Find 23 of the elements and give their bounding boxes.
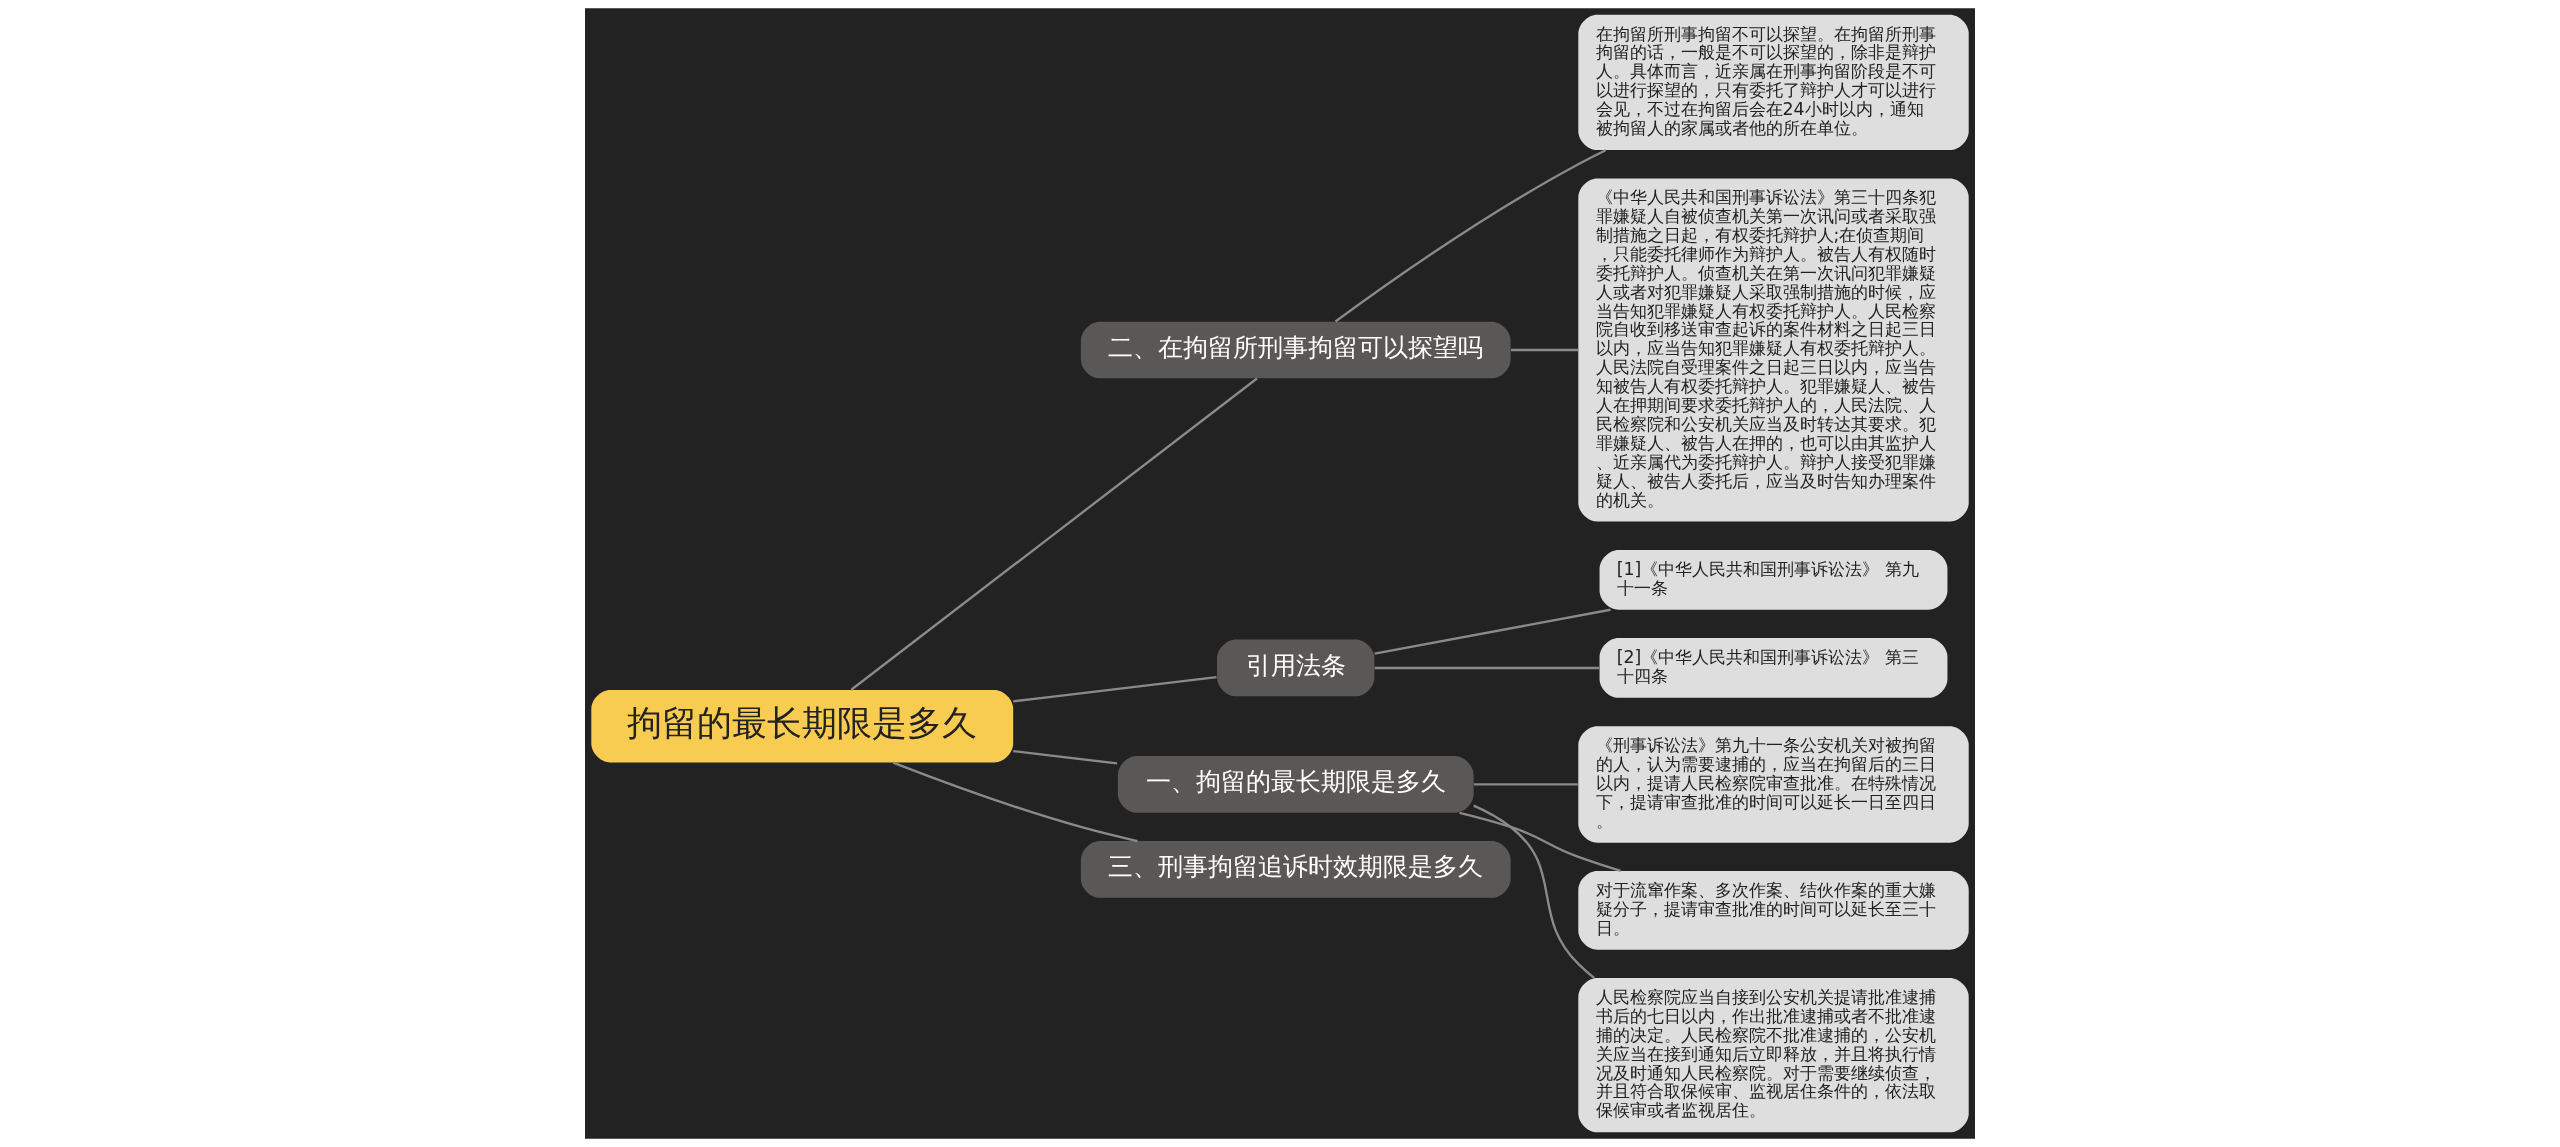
node-box: 对于流窜作案、多次作案、结伙作案的重大嫌疑分子，提请审查批准的时间可以延长至三十日。 [1578,871,1969,950]
node-box: 一、拘留的最长期限是多久 [1117,756,1474,813]
node-box: [2]《中华人民共和国刑事诉讼法》 第三十四条 [1599,638,1948,698]
connector [1374,608,1611,655]
connector [1511,348,1579,352]
connector [1374,666,1600,670]
node-box: 人民检察院应当自接到公安机关提请批准逮捕书后的七日以内，作出批准逮捕或者不批准逮捕的决定。人民检察院不批准逮捕的，公安机关应当在接到通知后立即释放，并且将执行情况及时通知人民检察院。对于需要继续侦查，并且符合取保候审、监视居住条件的，依法取保候审或者监视居住。 [1578,978,1969,1133]
node-box: [1]《中华人民共和国刑事诉讼法》 第九十一条 [1599,549,1948,610]
node-box: 《中华人民共和国刑事诉讼法》第三十四条犯罪嫌疑人自被侦查机关第一次讯问或者采取强制措施之日起，有权委托辩护人;在侦查期间，只能委托律师作为辩护人。被告人有权随时委托辩护人。侦查机关在第一次讯问犯罪嫌疑人或者对犯罪嫌疑人采取强制措施的时候，应当告知犯罪嫌疑人有权委托辩护人。人民检察院自收到移送审查起诉的案件材料之日起三日以内，应当告知犯罪嫌疑人有权委托辩护人。人民法院自受理案件之日起三日以内，应当告知被告人有权委托辩护人。犯罪嫌疑人、被告人在押期间要求委托辩护人的，人民法院、人民检察院和公安机关应当及时转达其要求。犯罪嫌疑人、被告人在押的，也可以由其监护人、近亲属代为委托辩护人。辩护人接受犯罪嫌疑人、被告人委托后，应当及时告知办理案件的机关。 [1578,178,1969,522]
connector [1013,749,1118,765]
connector [1459,811,1621,872]
node-box: 拘留的最长期限是多久 [591,690,1014,763]
node-box: 三、刑事拘留追诉时效期限是多久 [1080,841,1511,898]
node-box: 《刑事诉讼法》第九十一条公安机关对被拘留的人，认为需要逮捕的，应当在拘留后的三日以内，提请人民检察院审查批准。在特殊情况下，提请审查批准的时间可以延长一日至四日。 [1578,726,1969,843]
connector [892,761,1138,843]
connector [850,377,1258,691]
connector [1474,783,1578,786]
node-box: 引用法条 [1217,639,1375,697]
connector [1334,149,1607,323]
connector [1013,676,1217,703]
connector [1473,804,1596,979]
node-box: 在拘留所刑事拘留不可以探望。在拘留所刑事拘留的话，一般是不可以探望的，除非是辩护人。具体而言，近亲属在刑事拘留阶段是不可以进行探望的，只有委托了辩护人才可以进行会见，不过在拘留后会在24小时以内，通知被拘留人的家属或者他的所在单位。 [1578,14,1969,151]
node-box: 二、在拘留所刑事拘留可以探望吗 [1080,321,1511,379]
